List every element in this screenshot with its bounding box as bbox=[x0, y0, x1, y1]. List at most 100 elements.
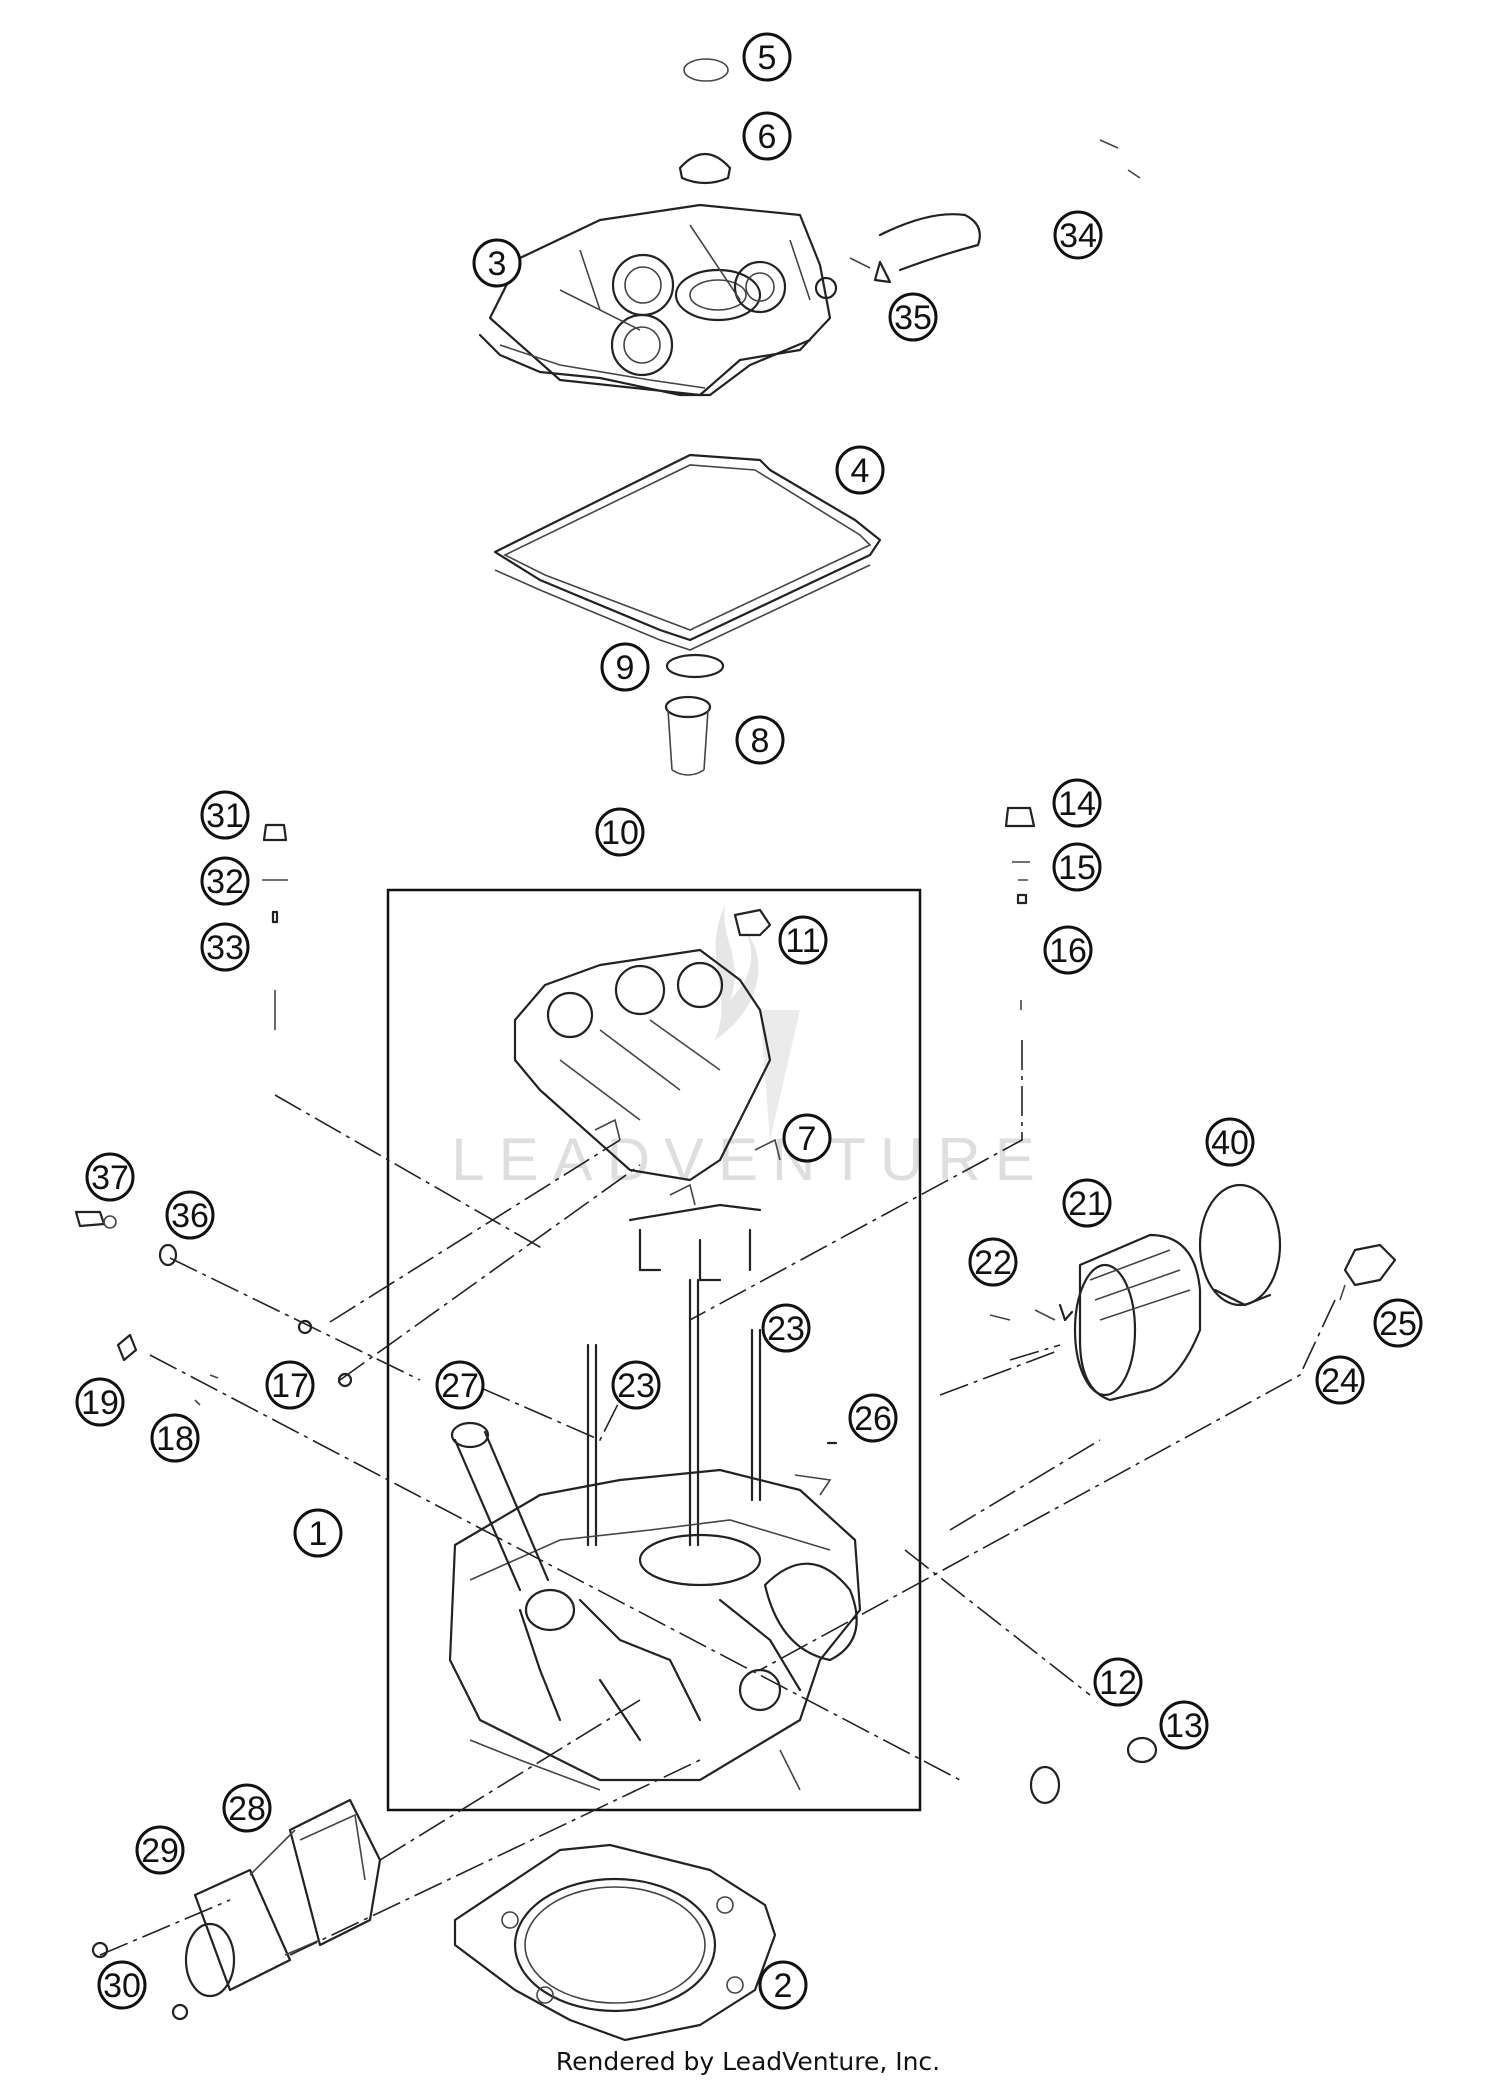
part-intake-flange-21 bbox=[1073, 1233, 1202, 1402]
svg-text:24: 24 bbox=[1321, 1362, 1359, 1400]
footer-credit: Rendered by LeadVenture, Inc. bbox=[556, 2047, 940, 2076]
svg-text:23: 23 bbox=[617, 1367, 655, 1405]
part-tube-seal-8 bbox=[664, 695, 712, 776]
svg-text:23: 23 bbox=[767, 1310, 805, 1348]
part-exhaust-flange-28 bbox=[288, 1798, 382, 1947]
callout-2: 2 bbox=[758, 1960, 808, 2010]
watermark-logo bbox=[715, 905, 800, 1140]
part-screws-22 bbox=[989, 1303, 1074, 1322]
callout-40: 40 bbox=[1205, 1117, 1255, 1167]
svg-text:5: 5 bbox=[758, 39, 777, 77]
svg-text:21: 21 bbox=[1068, 1185, 1106, 1223]
leader-lines bbox=[99, 1094, 1101, 1956]
svg-text:34: 34 bbox=[1059, 217, 1097, 255]
svg-text:4: 4 bbox=[851, 452, 870, 490]
svg-text:28: 28 bbox=[228, 1790, 266, 1828]
callout-5: 5 bbox=[742, 32, 792, 82]
assembly-box-10 bbox=[386, 888, 922, 1812]
part-washer-15 bbox=[1012, 861, 1030, 881]
callout-1: 1 bbox=[293, 1508, 343, 1558]
svg-text:40: 40 bbox=[1211, 1124, 1249, 1162]
svg-text:19: 19 bbox=[81, 1384, 119, 1422]
callout-3: 3 bbox=[472, 238, 522, 288]
callout-24: 24 bbox=[1315, 1355, 1365, 1405]
callout-9: 9 bbox=[600, 642, 650, 692]
callout-30: 30 bbox=[97, 1960, 147, 2010]
part-cap-5 bbox=[683, 58, 729, 82]
callout-16: 16 bbox=[1043, 925, 1093, 975]
svg-text:7: 7 bbox=[798, 1120, 817, 1158]
part-tube-24 bbox=[759, 1299, 1336, 1671]
callout-7: 7 bbox=[782, 1113, 832, 1163]
svg-text:31: 31 bbox=[206, 797, 244, 835]
callout-14: 14 bbox=[1052, 778, 1102, 828]
callout-28: 28 bbox=[222, 1783, 272, 1833]
part-head-gasket-2 bbox=[453, 1843, 777, 2042]
svg-text:36: 36 bbox=[171, 1197, 209, 1235]
part-pin-19 bbox=[116, 1333, 138, 1362]
callout-31: 31 bbox=[200, 790, 250, 840]
part-nut-14 bbox=[1004, 806, 1036, 828]
callout-22: 22 bbox=[968, 1237, 1018, 1287]
callout-10: 10 bbox=[595, 807, 645, 857]
callout-27: 27 bbox=[435, 1360, 485, 1410]
svg-text:17: 17 bbox=[271, 1367, 309, 1405]
callout-23-lower: 23 bbox=[611, 1360, 661, 1410]
svg-text:25: 25 bbox=[1379, 1305, 1417, 1343]
part-nut-31 bbox=[262, 823, 288, 842]
part-valve-cover-3 bbox=[478, 203, 838, 397]
svg-text:14: 14 bbox=[1058, 785, 1096, 823]
callout-26: 26 bbox=[848, 1393, 898, 1443]
callout-37: 37 bbox=[85, 1152, 135, 1202]
part-cylinder-head-1 bbox=[448, 1468, 862, 1791]
part-plug-13 bbox=[1126, 1736, 1158, 1764]
callout-8: 8 bbox=[735, 715, 785, 765]
svg-text:27: 27 bbox=[441, 1367, 479, 1405]
part-stud-33 bbox=[271, 910, 279, 1030]
callout-12: 12 bbox=[1093, 1657, 1143, 1707]
part-washer-36 bbox=[158, 1243, 178, 1267]
watermark-text: LEADVENTURE bbox=[451, 1126, 1048, 1193]
part-valve-cover-gasket-4 bbox=[493, 453, 882, 651]
callout-18: 18 bbox=[150, 1413, 200, 1463]
part-exhaust-pipe-29 bbox=[184, 1829, 321, 1998]
svg-text:13: 13 bbox=[1165, 1707, 1203, 1745]
callout-35: 35 bbox=[888, 292, 938, 342]
callout-34: 34 bbox=[1053, 210, 1103, 260]
callout-25: 25 bbox=[1373, 1298, 1423, 1348]
part-breather-hose-34 bbox=[878, 139, 1141, 272]
callout-17: 17 bbox=[265, 1360, 315, 1410]
callout-13: 13 bbox=[1159, 1700, 1209, 1750]
part-bolt-37 bbox=[74, 1210, 117, 1229]
callout-4: 4 bbox=[835, 445, 885, 495]
svg-text:22: 22 bbox=[974, 1244, 1012, 1282]
part-camshaft-carrier-7 bbox=[513, 948, 781, 1282]
svg-text:11: 11 bbox=[785, 922, 820, 960]
svg-text:16: 16 bbox=[1049, 932, 1087, 970]
svg-text:1: 1 bbox=[309, 1515, 328, 1553]
part-hose-clamp-35 bbox=[849, 257, 892, 284]
part-washer-18 bbox=[194, 1374, 219, 1406]
part-plug-6 bbox=[678, 153, 732, 185]
part-clamp-40 bbox=[1198, 1183, 1282, 1307]
svg-text:12: 12 bbox=[1099, 1664, 1137, 1702]
part-bolts-23 bbox=[586, 1278, 762, 1547]
callout-32: 32 bbox=[200, 856, 250, 906]
svg-text:3: 3 bbox=[488, 245, 507, 283]
part-stud-16 bbox=[689, 893, 1028, 1321]
svg-text:8: 8 bbox=[751, 722, 770, 760]
callout-29: 29 bbox=[135, 1825, 185, 1875]
svg-text:26: 26 bbox=[854, 1400, 892, 1438]
callout-23-upper: 23 bbox=[761, 1303, 811, 1353]
part-plug-12 bbox=[1029, 1765, 1061, 1805]
svg-text:2: 2 bbox=[774, 1967, 793, 2005]
callout-6: 6 bbox=[742, 111, 792, 161]
part-sensor-25 bbox=[1339, 1243, 1397, 1301]
part-o-ring-9 bbox=[665, 653, 725, 679]
svg-text:33: 33 bbox=[206, 929, 244, 967]
part-nuts-30 bbox=[91, 1941, 189, 2021]
svg-text:15: 15 bbox=[1058, 849, 1096, 887]
svg-text:32: 32 bbox=[206, 863, 244, 901]
callout-36: 36 bbox=[165, 1190, 215, 1240]
